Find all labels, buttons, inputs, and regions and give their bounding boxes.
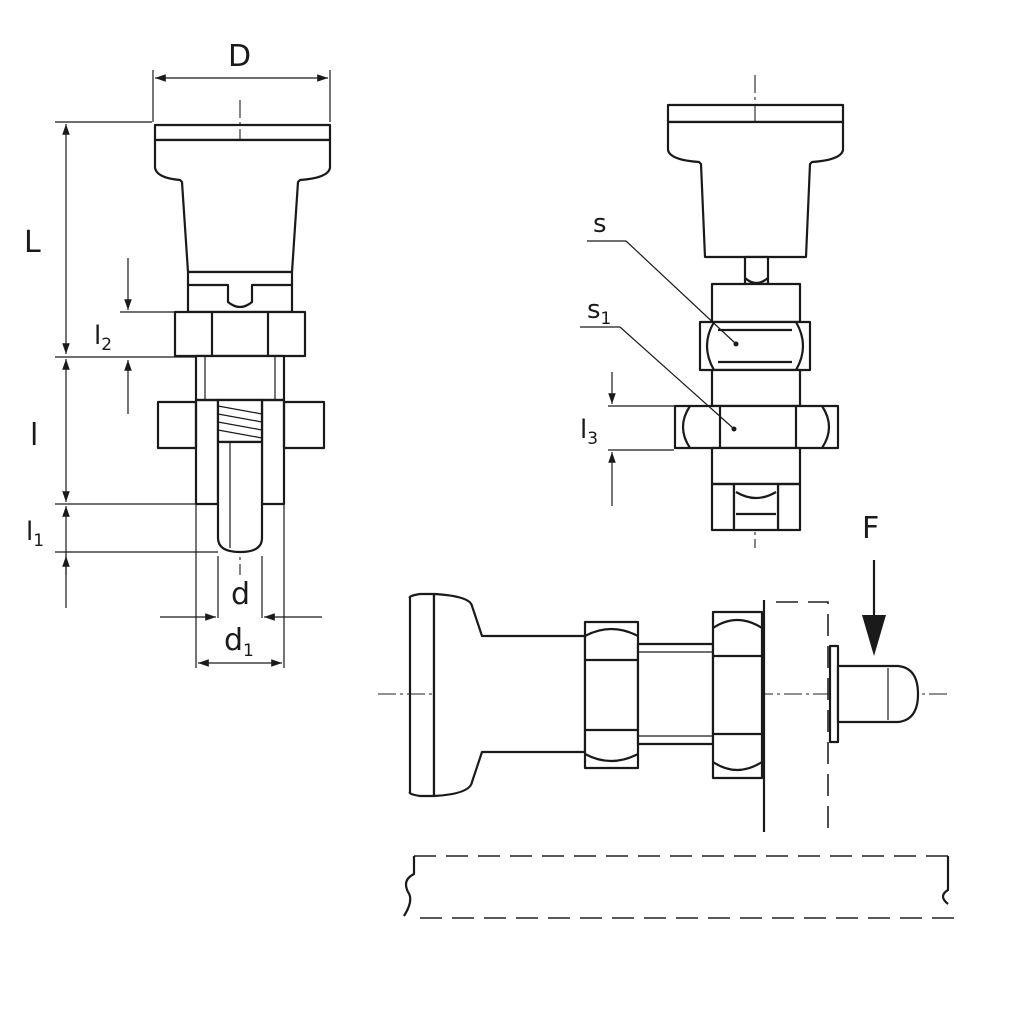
dim-l3-label: l3 [580, 415, 598, 449]
horizontal-mounted-view [378, 560, 955, 919]
left-view-labels: D L l l1 l2 d d1 [24, 39, 254, 661]
dim-D-label: D [228, 39, 251, 74]
right-view-with-nuts [666, 75, 845, 548]
dim-d-label: d [231, 577, 250, 612]
nut-s-label: s [593, 209, 607, 239]
left-view-dimensions [55, 70, 331, 668]
dim-l2-label: l2 [94, 321, 112, 355]
dim-d1-label: d1 [224, 623, 254, 661]
dim-l-label: l [30, 418, 38, 453]
right-view-dimensions [580, 240, 739, 506]
left-sectional-view [153, 100, 332, 575]
dim-L-label: L [24, 225, 41, 260]
force-F-label: F [862, 511, 879, 546]
nut-s1-label: s1 [587, 295, 611, 329]
dim-l1-label: l1 [26, 517, 44, 551]
right-view-labels: s s1 l3 [580, 209, 611, 449]
